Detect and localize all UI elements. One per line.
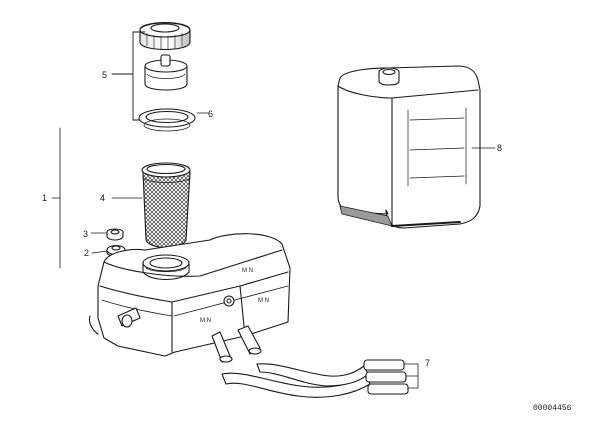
callout-2: 2	[84, 248, 89, 258]
leader-2	[91, 250, 108, 254]
grommet-part-3	[106, 228, 124, 241]
callout-7: 7	[425, 358, 430, 368]
strainer-part-4	[141, 162, 191, 249]
leader-lines	[51, 112, 496, 389]
fluid-can-part-8	[337, 65, 481, 229]
hoses-part-7	[221, 359, 409, 398]
outlet-fittings	[211, 325, 262, 363]
bracket-lines-5	[111, 31, 146, 121]
document-number: 00004456	[533, 404, 572, 413]
tank-embossing-front: M N	[200, 318, 211, 324]
callout-3: 3	[83, 229, 88, 239]
callout-8: 8	[497, 143, 502, 153]
tank-embossing-top: M N	[242, 268, 253, 274]
seal-ring-part-6	[138, 108, 196, 132]
callout-1: 1	[42, 193, 47, 203]
float-part-5	[144, 54, 188, 91]
cap-part-5	[139, 22, 191, 51]
callout-4: 4	[100, 193, 105, 203]
tank-embossing-side: M N	[258, 298, 269, 304]
callout-6: 6	[208, 109, 213, 119]
callout-5: 5	[102, 70, 107, 80]
reservoir-tank	[88, 233, 291, 357]
